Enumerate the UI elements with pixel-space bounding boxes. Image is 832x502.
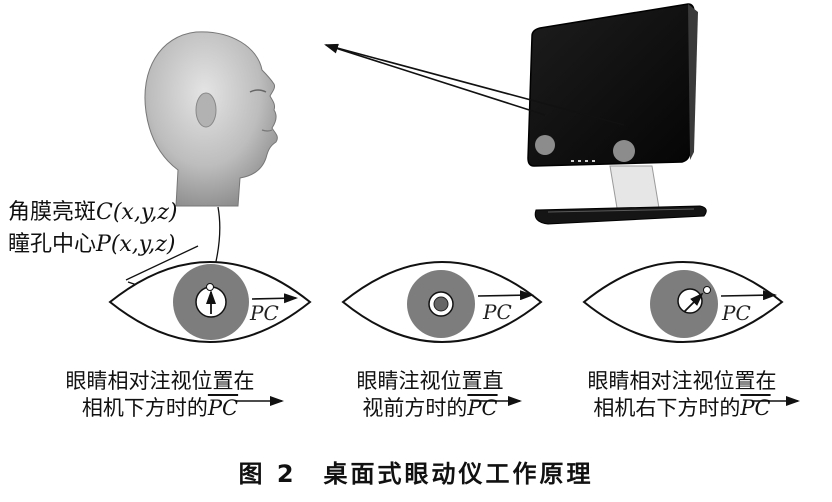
panel-caption-lower-right: 眼睛相对注视位置在 相机右下方时的PC xyxy=(532,368,832,422)
corneal-reflection-dot xyxy=(703,286,711,294)
tracker-light-right xyxy=(613,140,635,162)
eye-diagram-straight xyxy=(341,261,543,343)
eye-shape xyxy=(249,89,267,93)
panel-caption-straight: 眼睛注视位置直 视前方时的PC xyxy=(300,368,560,422)
panel-caption-line2: 视前方时的PC xyxy=(362,396,498,420)
corneal-reflection-dot xyxy=(206,283,214,291)
monitor-screen xyxy=(527,3,695,167)
pc-label-arrow xyxy=(720,290,777,301)
head-illustration xyxy=(144,31,278,207)
panel-caption-line1: 眼睛注视位置直 xyxy=(356,369,504,393)
panel-caption-vector: PC xyxy=(740,396,771,420)
panel-caption-line1: 眼睛相对注视位置在 xyxy=(587,369,777,393)
pupil-center-label: 瞳孔中心P(x,y,z) xyxy=(8,232,175,258)
pupil-center-text: 瞳孔中心 xyxy=(8,232,97,257)
monitor-illustration xyxy=(527,3,707,225)
pc-vector-arrow xyxy=(683,292,704,313)
pc-label-arrow xyxy=(251,293,298,304)
figure-caption: 图 2 桌面式眼动仪工作原理 xyxy=(238,460,594,488)
monitor-leds xyxy=(571,160,595,162)
monitor-side xyxy=(688,4,698,160)
eye1-pc-label: PC xyxy=(250,301,279,325)
eye-diagram-lower-right xyxy=(582,261,784,343)
pupil-circle xyxy=(677,288,703,314)
corneal-reflection-coord: C(x,y,z) xyxy=(96,200,178,225)
corneal-reflection-ring xyxy=(433,296,449,312)
panel-caption-line2: 相机下方时的PC xyxy=(81,396,239,420)
corneal-reflection-text: 角膜亮斑 xyxy=(8,200,97,225)
gaze-lines xyxy=(324,43,625,126)
panel-caption-vector: PC xyxy=(467,396,498,420)
tracker-light-left xyxy=(535,135,555,155)
ear-shape xyxy=(195,92,217,128)
eye2-pc-label: PC xyxy=(483,300,512,324)
pupil-center-coord: P(x,y,z) xyxy=(96,232,176,257)
lips-shape xyxy=(261,129,273,132)
eye3-pc-label: PC xyxy=(722,301,751,325)
eye-diagram-below xyxy=(108,261,312,343)
monitor-stand-base xyxy=(534,205,707,225)
panel-caption-line2: 相机右下方时的PC xyxy=(593,396,771,420)
panel-caption-line1: 眼睛相对注视位置在 xyxy=(65,369,255,393)
pc-label-arrow xyxy=(477,290,534,301)
panel-caption-below: 眼睛相对注视位置在 相机下方时的PC xyxy=(10,368,310,422)
panel-caption-vector: PC xyxy=(207,396,239,420)
corneal-reflection-label: 角膜亮斑C(x,y,z) xyxy=(8,200,178,226)
